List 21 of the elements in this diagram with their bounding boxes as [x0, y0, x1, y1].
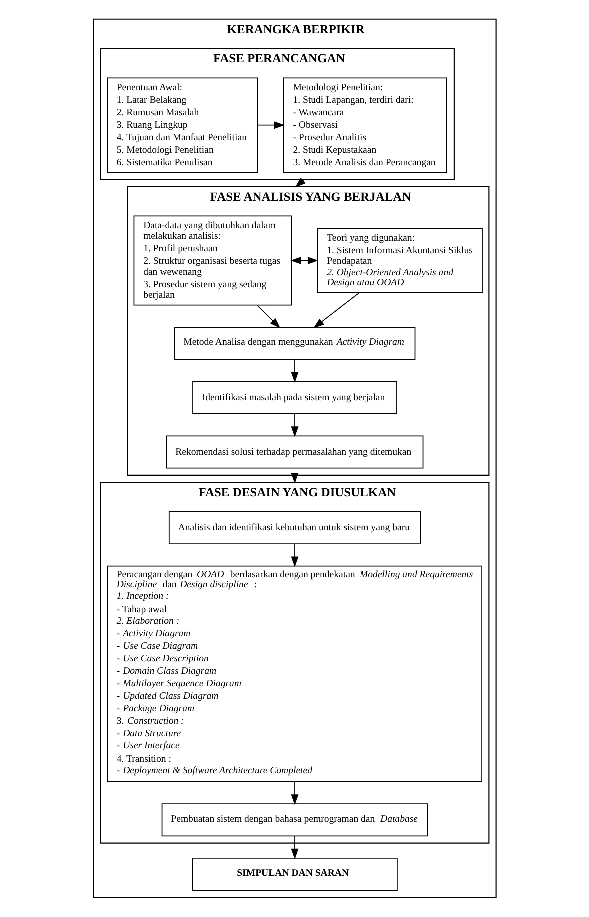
node-box: Analisis dan identifikasi kebutuhan untuk sistem yang baru: [168, 512, 421, 544]
node-box: Identifikasi masalah pada sistem yang berjalan: [192, 381, 397, 414]
arrow: [290, 359, 298, 384]
arrow: [290, 257, 318, 264]
arrow: [256, 122, 285, 130]
node-box: Teori yang digunakan: 1. Sistem Informasi Akuntansi Siklus Pendapatan 2. Object-Oriented Analysis and Design atau OOAD: [316, 228, 482, 294]
arrow: [290, 414, 298, 438]
arrow: [313, 292, 360, 328]
arrow: [290, 782, 298, 806]
node-box: Rekomendasi solusi terhadap permasalahan yang ditemukan: [166, 436, 424, 469]
node-box: Penentuan Awal: 1. Latar Belakang 2. Rumusan Masalah 3. Ruang Lingkup 4. Tujuan dan Manfaat Penelitian 5. Metodologi Penelitian 6. Sistematika Penulisan: [107, 78, 258, 173]
arrow: [256, 305, 280, 328]
arrow: [290, 836, 298, 860]
node-box: Peracangan dengan OOAD berdasarkan dengan pendekatan Modelling and Requirements Discipline dan Design discipline: 1. Inception : - Tahap awal 2. Elaboration : - Activity Diagram - Use Case Diagram - Use Case Description - Domain Class Diagram - Multilayer Sequence Diagram - Updated Class Diagram - Package Diagram 3. Construction : - Data Structure - User Interface 4. Transition : - Deployment & Software Architecture Completed: [107, 566, 482, 782]
node-box: SIMPULAN DAN SARAN: [192, 858, 398, 891]
node-box: Metode Analisa dengan menggunakan Activity Diagram: [174, 327, 416, 360]
node-box: Data-data yang dibutuhkan dalam melakukan analisis: 1. Profil perushaan 2. Struktur organisasi beserta tugas dan wewenang 3. Prosedur sistem yang sedang berjalan: [133, 216, 292, 306]
arrow: [290, 544, 298, 568]
node-box: Metodologi Penelitian: 1. Studi Lapangan, terdiri dari: - Wawancara - Observasi - Prosedur Analitis 2. Studi Kepustakaan 3. Metode Analisis dan Perancangan: [282, 78, 447, 173]
arrow: [294, 178, 306, 188]
node-box: Pembuatan sistem dengan bahasa pemrograman dan Database: [161, 804, 428, 837]
